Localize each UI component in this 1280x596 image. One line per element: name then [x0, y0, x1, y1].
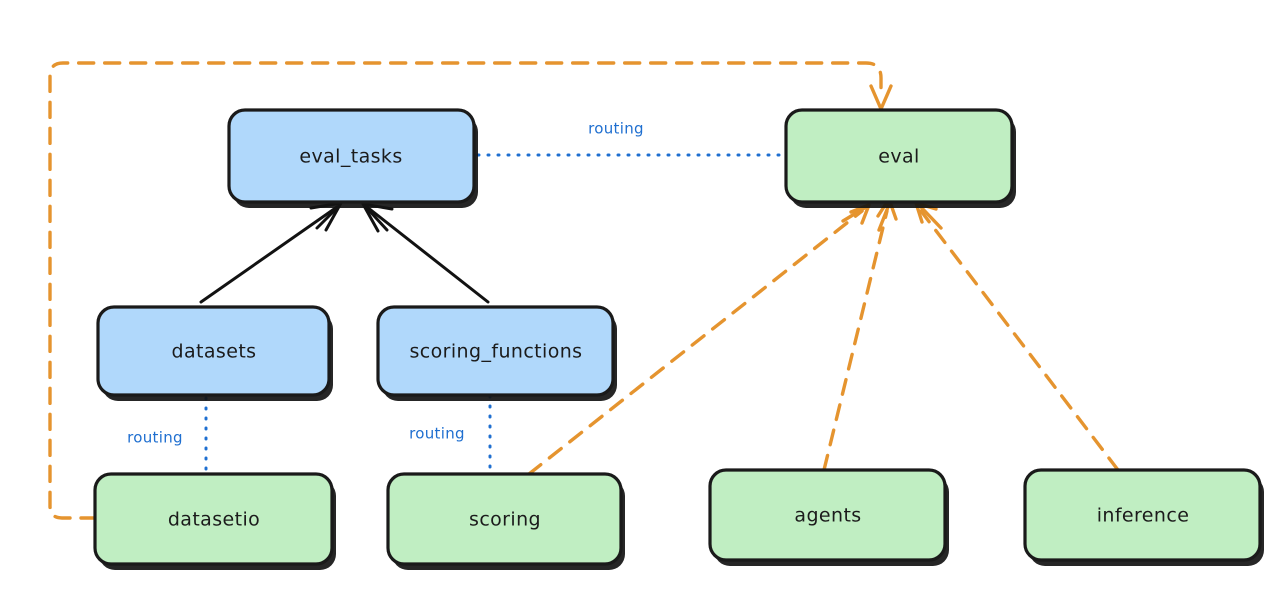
edge-scoring-functions-to-eval-tasks [361, 202, 490, 304]
edge-label-group: routing routing routing [127, 120, 644, 447]
node-inference-body [1023, 468, 1262, 562]
node-scoring-body [386, 472, 623, 566]
node-agents-label: agents [794, 505, 861, 527]
node-scoring[interactable]: scoring [386, 472, 625, 570]
edge-label-routing-datasetio: routing [127, 429, 183, 447]
node-datasetio-body [93, 472, 334, 566]
node-agents[interactable]: agents [708, 468, 949, 566]
node-scoring-label: scoring [469, 509, 541, 531]
node-datasets-label: datasets [172, 341, 257, 363]
edge-label-routing-scoring: routing [409, 425, 465, 443]
node-eval-tasks-body [227, 108, 476, 204]
node-eval-tasks-label: eval_tasks [299, 146, 402, 168]
edge-label-routing-eval: routing [588, 120, 644, 138]
node-scoring-functions-body [376, 305, 615, 397]
edge-inference-to-eval [914, 201, 1120, 472]
edge-datasets-to-eval-tasks [199, 201, 343, 304]
node-eval[interactable]: eval [784, 108, 1016, 208]
node-scoring-functions-label: scoring_functions [410, 341, 583, 363]
edge-agents-to-eval [822, 197, 898, 472]
node-eval-label: eval [878, 146, 919, 168]
node-datasetio-label: datasetio [168, 509, 260, 531]
node-eval-tasks[interactable]: eval_tasks [227, 108, 478, 208]
node-datasets-body [96, 305, 331, 397]
node-agents-body [708, 468, 947, 562]
node-inference-label: inference [1097, 505, 1190, 527]
node-scoring-functions[interactable]: scoring_functions [376, 305, 617, 401]
node-eval-body [784, 108, 1014, 204]
node-inference[interactable]: inference [1023, 468, 1264, 566]
node-datasets[interactable]: datasets [96, 305, 333, 401]
node-datasetio[interactable]: datasetio [93, 472, 336, 570]
